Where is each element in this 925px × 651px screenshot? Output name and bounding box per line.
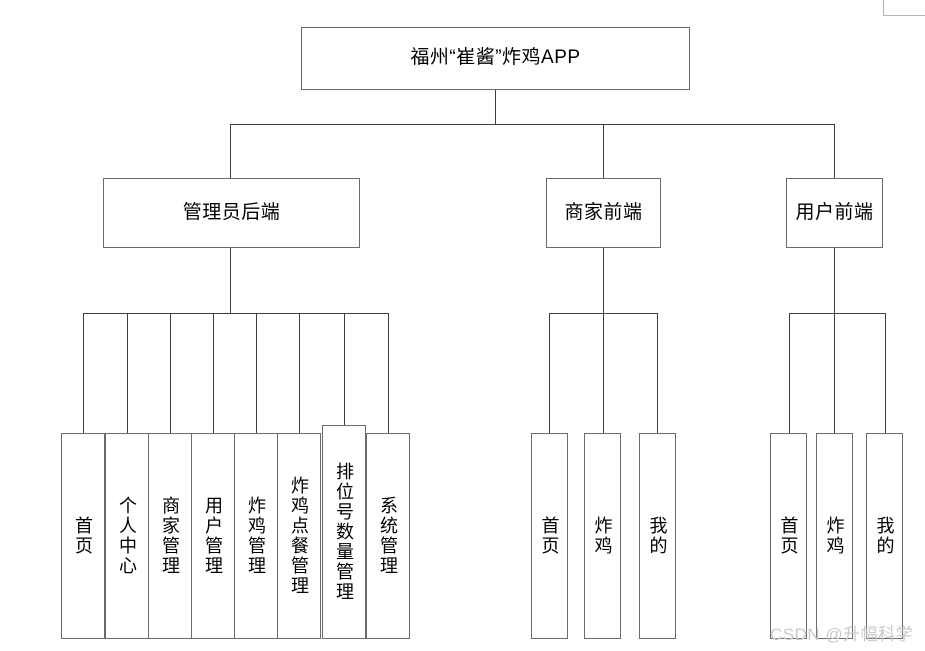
connector-admin-drop-5	[256, 313, 257, 433]
leaf-node-merchant-1[interactable]: 首页	[531, 433, 568, 639]
connector-root-stem	[495, 90, 496, 124]
leaf-node-user-3[interactable]: 我的	[866, 433, 903, 639]
partial-box-corner	[883, 0, 925, 16]
branch-node-merchant[interactable]: 商家前端	[546, 178, 661, 248]
connector-drop-merchant	[603, 124, 604, 178]
leaf-node-admin-5[interactable]: 炸鸡管理	[234, 433, 278, 639]
leaf-node-admin-4-label: 用户管理	[203, 496, 223, 576]
connector-drop-admin	[230, 124, 231, 178]
leaf-node-admin-7-label: 排位号数量管理	[334, 462, 354, 602]
leaf-node-user-1-label: 首页	[778, 516, 799, 556]
leaf-node-admin-1[interactable]: 首页	[61, 433, 105, 639]
connector-admin-drop-7	[344, 313, 345, 425]
leaf-node-admin-8[interactable]: 系统管理	[366, 433, 410, 639]
branch-node-admin-label: 管理员后端	[182, 201, 281, 223]
connector-admin-drop-2	[127, 313, 128, 433]
leaf-node-admin-2-label: 个人中心	[117, 496, 137, 576]
watermark-text: CSDN @升幅科学	[770, 625, 914, 644]
leaf-node-admin-7[interactable]: 排位号数量管理	[322, 425, 366, 639]
connector-user-drop-3	[885, 313, 886, 433]
leaf-node-merchant-2-label: 炸鸡	[592, 516, 613, 556]
connector-admin-drop-6	[299, 313, 300, 433]
connector-admin-stem	[230, 248, 231, 314]
leaf-node-admin-6-label: 炸鸡点餐管理	[289, 476, 309, 596]
leaf-node-admin-3[interactable]: 商家管理	[148, 433, 192, 639]
connector-user-drop-2	[834, 313, 835, 433]
leaf-node-admin-2[interactable]: 个人中心	[105, 433, 149, 639]
leaf-node-admin-1-label: 首页	[73, 516, 93, 556]
branch-node-admin[interactable]: 管理员后端	[103, 178, 360, 248]
connector-merchant-drop-3	[657, 313, 658, 433]
leaf-node-user-1[interactable]: 首页	[770, 433, 807, 639]
connector-drop-user	[834, 124, 835, 178]
connector-user-stem	[834, 248, 835, 314]
connector-admin-drop-1	[83, 313, 84, 433]
leaf-node-admin-4[interactable]: 用户管理	[191, 433, 235, 639]
leaf-node-admin-6[interactable]: 炸鸡点餐管理	[277, 433, 321, 639]
leaf-node-admin-3-label: 商家管理	[160, 496, 180, 576]
connector-merchant-drop-1	[549, 313, 550, 433]
branch-node-user[interactable]: 用户前端	[786, 178, 883, 248]
leaf-node-user-2-label: 炸鸡	[824, 516, 845, 556]
branch-node-user-label: 用户前端	[795, 201, 874, 223]
connector-level2-bus	[230, 124, 834, 125]
leaf-node-admin-8-label: 系统管理	[378, 496, 398, 576]
root-node-label: 福州“崔酱”炸鸡APP	[410, 47, 581, 69]
connector-merchant-stem	[603, 248, 604, 314]
connector-user-bus	[789, 313, 886, 314]
leaf-node-user-2[interactable]: 炸鸡	[816, 433, 853, 639]
leaf-node-merchant-3-label: 我的	[647, 516, 668, 556]
connector-merchant-drop-2	[603, 313, 604, 433]
leaf-node-admin-5-label: 炸鸡管理	[246, 496, 266, 576]
connector-admin-bus	[83, 313, 389, 314]
connector-admin-drop-8	[388, 313, 389, 433]
connector-user-drop-1	[789, 313, 790, 433]
leaf-node-merchant-1-label: 首页	[539, 516, 560, 556]
connector-admin-drop-3	[170, 313, 171, 433]
branch-node-merchant-label: 商家前端	[564, 201, 643, 223]
root-node[interactable]: 福州“崔酱”炸鸡APP	[301, 27, 690, 90]
leaf-node-merchant-2[interactable]: 炸鸡	[584, 433, 621, 639]
leaf-node-merchant-3[interactable]: 我的	[639, 433, 676, 639]
leaf-node-user-3-label: 我的	[874, 516, 895, 556]
connector-admin-drop-4	[213, 313, 214, 433]
